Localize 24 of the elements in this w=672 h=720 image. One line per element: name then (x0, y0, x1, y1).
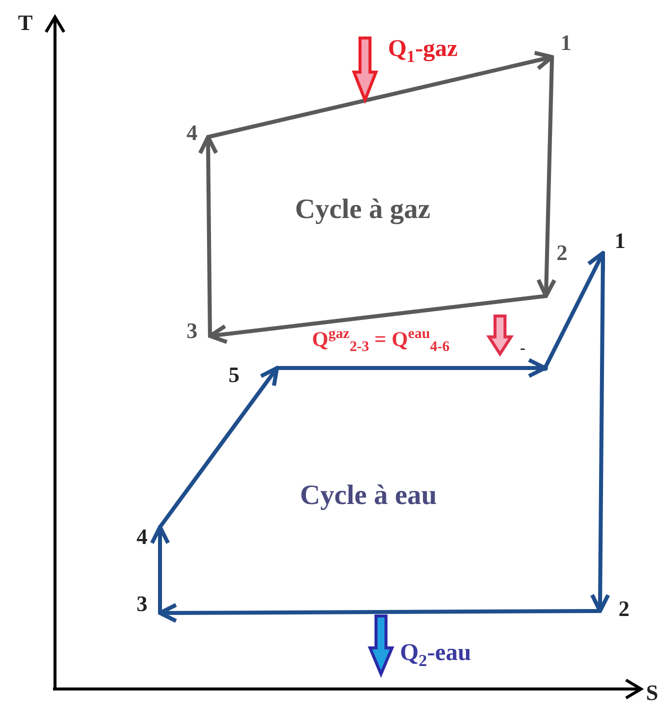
axis-label: T (18, 10, 33, 36)
state-number: 4 (130, 524, 154, 550)
state-number: 1 (554, 30, 578, 56)
state-number: 3 (180, 318, 204, 344)
state-number: 2 (550, 240, 574, 266)
state-number: 2 (612, 596, 636, 622)
state-number: 3 (130, 591, 154, 617)
axis-label: S (646, 680, 658, 706)
mark: - (520, 340, 526, 358)
process-arrow (198, 135, 218, 336)
heat-label: Q$_{1}$-gaz (388, 36, 458, 67)
process-arrow (158, 366, 279, 528)
process-arrow (158, 602, 600, 623)
process-arrow (208, 294, 546, 344)
cycle-label: Cycle à gaz (295, 194, 430, 226)
process-arrow (208, 50, 554, 139)
process-arrow (150, 525, 170, 613)
heat-label: Q$_{2}$-eau (400, 640, 472, 671)
process-arrow (543, 251, 605, 369)
state-number: 1 (608, 228, 632, 254)
state-number: 5 (222, 362, 246, 388)
cycle-label: Cycle à eau (300, 480, 437, 512)
state-number: 4 (180, 120, 204, 146)
process-arrow (536, 56, 556, 298)
